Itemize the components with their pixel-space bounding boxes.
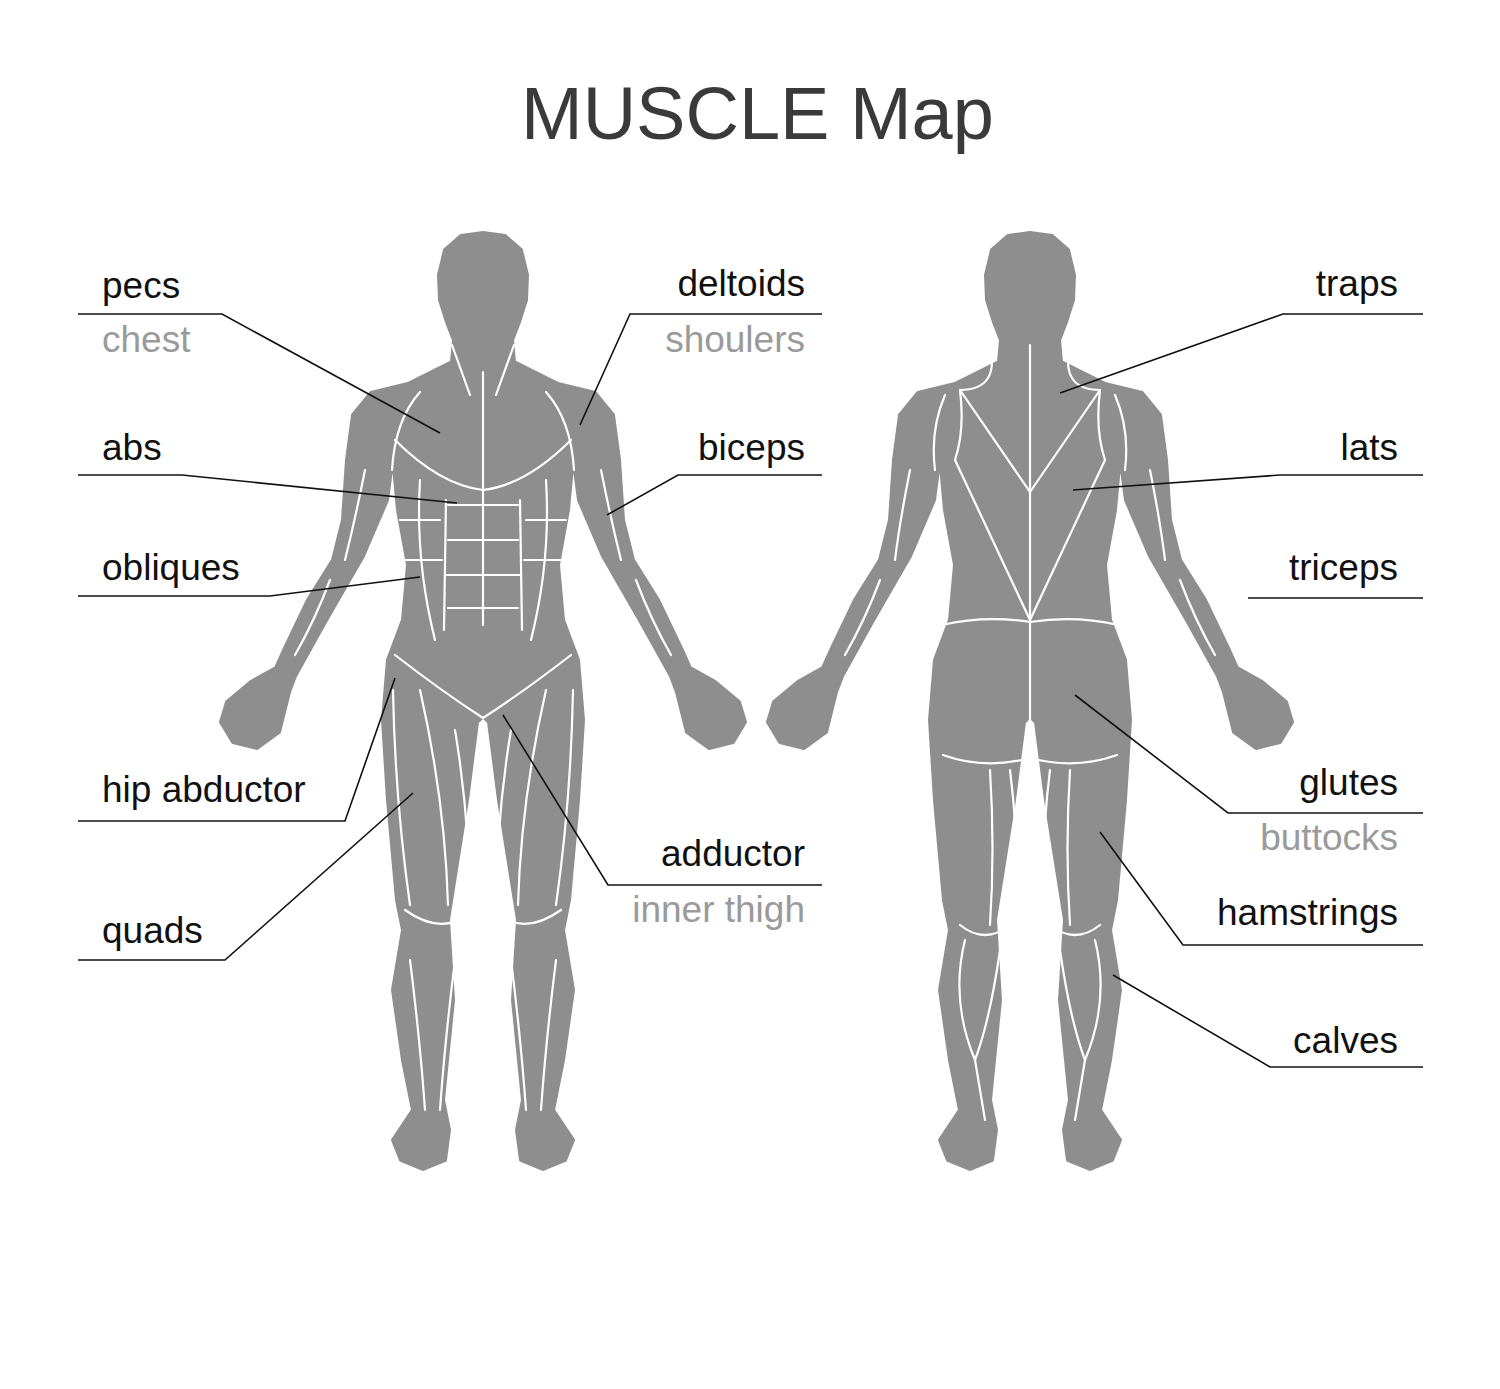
muscle-label: pecs xyxy=(102,267,180,304)
common-name: chest xyxy=(102,321,190,358)
body-silhouette xyxy=(221,233,745,1169)
body-silhouette xyxy=(768,233,1292,1169)
muscle-label: lats xyxy=(1340,429,1398,466)
muscle-label: hip abductor xyxy=(102,771,306,808)
muscle-label: abs xyxy=(102,429,162,466)
common-name: shoulers xyxy=(665,321,805,358)
muscle-label: glutes xyxy=(1299,764,1398,801)
leader-lines xyxy=(78,314,1423,1067)
muscle-label: biceps xyxy=(698,429,805,466)
muscle-label: calves xyxy=(1293,1022,1398,1059)
muscle-label: deltoids xyxy=(677,265,805,302)
muscle-lines xyxy=(295,345,1215,1120)
muscle-label: hamstrings xyxy=(1217,894,1398,931)
diagram-title: MUSCLE Map xyxy=(521,77,994,151)
muscle-label: triceps xyxy=(1289,549,1398,586)
muscle-label: traps xyxy=(1316,265,1398,302)
muscle-label: adductor xyxy=(661,835,805,872)
body-silhouettes xyxy=(221,233,1292,1169)
common-name: inner thigh xyxy=(632,891,805,928)
muscle-label: obliques xyxy=(102,549,240,586)
muscle-label: quads xyxy=(102,912,203,949)
common-name: buttocks xyxy=(1260,819,1398,856)
